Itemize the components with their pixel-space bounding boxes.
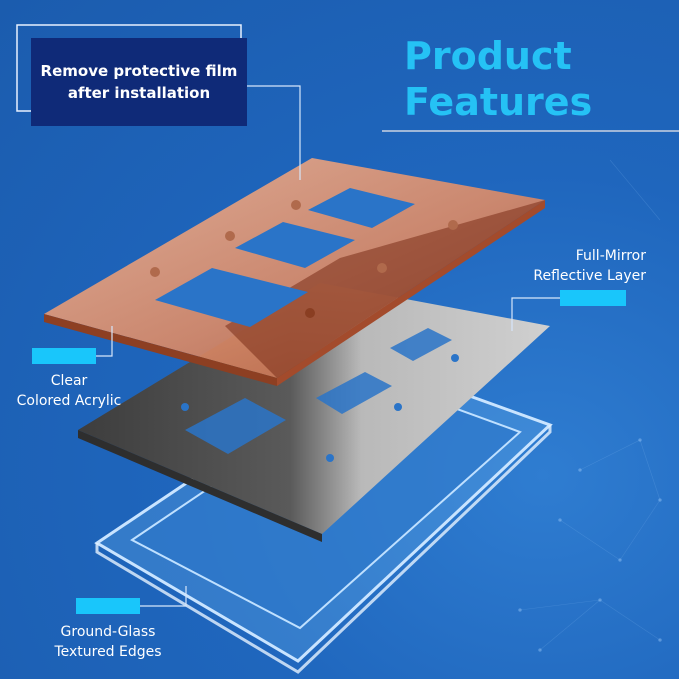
title-line-2: Features: [404, 80, 593, 124]
glass-label-line-2: Textured Edges: [54, 644, 162, 660]
callout-line-1: Remove protective film: [40, 62, 238, 80]
mirror-label-line-1: Full-Mirror: [575, 248, 646, 264]
glass-tag: [76, 598, 140, 614]
glass-label-line-1: Ground-Glass: [60, 624, 156, 640]
acrylic-tag: [32, 348, 96, 364]
network-decoration: [518, 159, 662, 652]
protective-film-callout: Remove protective film after installatio…: [31, 38, 247, 126]
callout-lines: [96, 85, 560, 607]
mirror-label-line-2: Reflective Layer: [533, 268, 646, 284]
acrylic-label: Clear Colored Acrylic: [6, 371, 132, 411]
callout-line-2: after installation: [67, 84, 211, 102]
mirror-tag: [560, 290, 626, 306]
acrylic-label-line-1: Clear: [50, 373, 88, 389]
glass-label: Ground-Glass Textured Edges: [44, 622, 172, 662]
acrylic-label-line-2: Colored Acrylic: [16, 393, 122, 409]
mirror-label: Full-Mirror Reflective Layer: [512, 246, 646, 286]
mirror-layer: [78, 283, 550, 542]
title-line-1: Product: [404, 34, 572, 78]
acrylic-layer: [44, 158, 545, 386]
